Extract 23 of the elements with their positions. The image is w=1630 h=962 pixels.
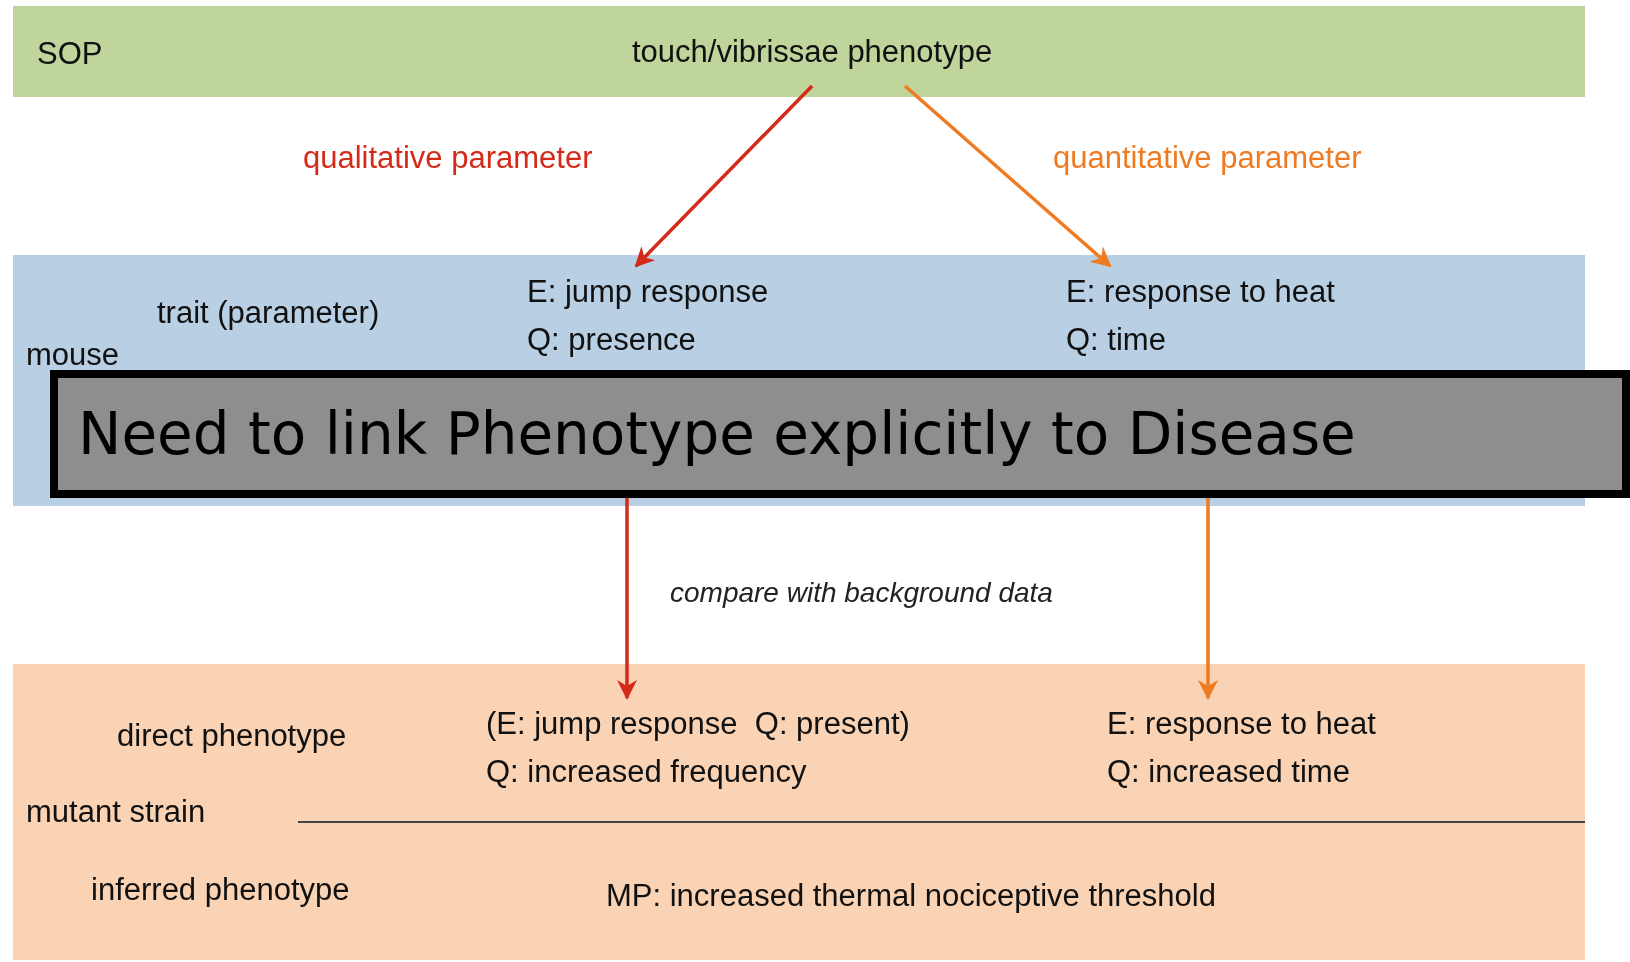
row-label: mouse — [26, 336, 120, 374]
phenotype-text: Q: increased frequency — [486, 753, 808, 791]
arrow — [1198, 498, 1218, 700]
arrow — [617, 498, 637, 700]
phenotype-text: touch/vibrissae phenotype — [632, 33, 994, 71]
row-label: direct phenotype — [117, 717, 347, 755]
phenotype-text: E: jump response — [527, 273, 770, 311]
row-label: SOP — [37, 35, 103, 73]
banner — [50, 370, 1630, 498]
phenotype-text: (E: jump response Q: present) — [486, 705, 911, 743]
phenotype-text: MP: increased thermal nociceptive threshold — [606, 877, 1217, 915]
mutant-strain-band — [13, 664, 1585, 960]
phenotype-text: Q: presence — [527, 321, 697, 359]
phenotype-text: Q: increased time — [1107, 753, 1351, 791]
row-label: trait (parameter) — [157, 294, 380, 332]
phenotype-text: E: response to heat — [1066, 273, 1336, 311]
phenotype-text: E: response to heat — [1107, 705, 1377, 743]
phenotype-text: Q: time — [1066, 321, 1167, 359]
banner-text: Need to link Phenotype explicitly to Disease — [78, 398, 1356, 470]
header-band — [13, 6, 1585, 97]
note-text: compare with background data — [670, 576, 1053, 610]
row-label: mutant strain — [26, 793, 206, 831]
row-label: inferred phenotype — [91, 871, 350, 909]
